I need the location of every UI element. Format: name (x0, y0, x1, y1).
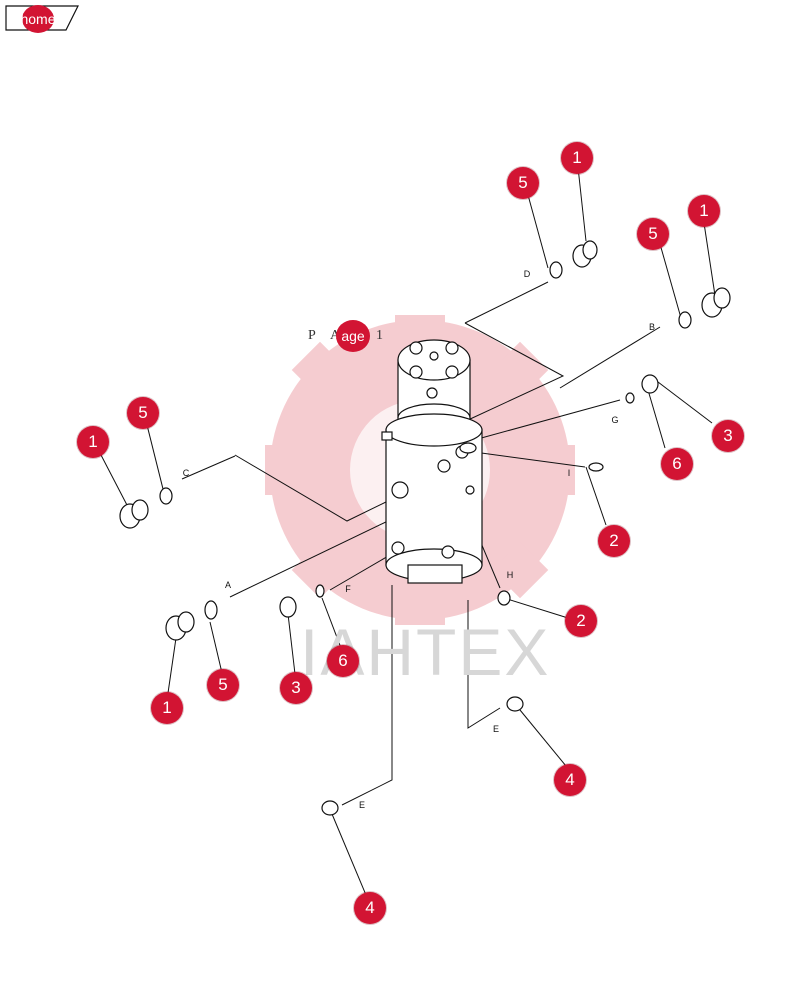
page-label-prefix: P A (308, 328, 347, 343)
home-button[interactable]: home (20, 5, 56, 33)
callout-1-a[interactable]: 1 (151, 692, 183, 724)
nipple-i (588, 462, 604, 472)
port-label-c: C (182, 468, 190, 478)
oring-g (625, 392, 635, 404)
callout-4-e2[interactable]: 4 (354, 892, 386, 924)
port-label-f: F (345, 584, 351, 594)
port-label-g: G (611, 415, 619, 425)
home-frame (5, 5, 79, 31)
nipple-e1 (506, 696, 524, 712)
fitting-g3 (641, 374, 659, 394)
callout-1-b[interactable]: 1 (688, 195, 720, 227)
callout-2-i[interactable]: 2 (598, 525, 630, 557)
fittings (119, 240, 731, 816)
nipple-h (497, 590, 511, 606)
callout-1-d[interactable]: 1 (561, 142, 593, 174)
callout-6-f[interactable]: 6 (327, 645, 359, 677)
oring-a (204, 600, 218, 620)
page-button[interactable]: age (336, 320, 370, 352)
swivel-joint-body (381, 339, 483, 584)
callout-5-d[interactable]: 5 (507, 167, 539, 199)
callout-1-c[interactable]: 1 (77, 426, 109, 458)
oring-d (549, 261, 563, 279)
oring-c (159, 487, 173, 505)
callout-5-a[interactable]: 5 (207, 669, 239, 701)
callout-4-e1[interactable]: 4 (554, 764, 586, 796)
port-label-i: I (567, 468, 571, 478)
port-label-e2: E (358, 800, 366, 810)
callout-3-f[interactable]: 3 (280, 672, 312, 704)
callout-5-c[interactable]: 5 (127, 397, 159, 429)
port-label-e1: E (492, 724, 500, 734)
callout-2-h[interactable]: 2 (565, 605, 597, 637)
port-label-h: H (506, 570, 514, 580)
home-nav: home (4, 4, 80, 33)
page-label-suffix: 1 (376, 328, 383, 343)
nipple-e2 (321, 800, 339, 816)
callout-5-b[interactable]: 5 (637, 218, 669, 250)
port-label-d: D (523, 269, 531, 279)
oring-f (315, 584, 325, 598)
port-label-b: B (648, 322, 656, 332)
oring-b (678, 311, 692, 329)
callout-6-g[interactable]: 6 (661, 448, 693, 480)
callout-3-g[interactable]: 3 (712, 420, 744, 452)
fitting-f3 (279, 596, 297, 618)
port-label-a: A (224, 580, 232, 590)
